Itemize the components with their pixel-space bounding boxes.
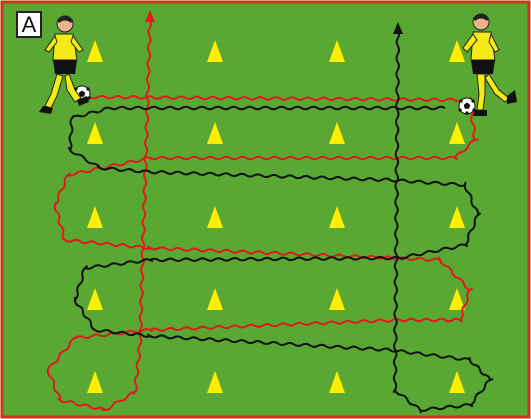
panel-label: A [16, 11, 42, 38]
